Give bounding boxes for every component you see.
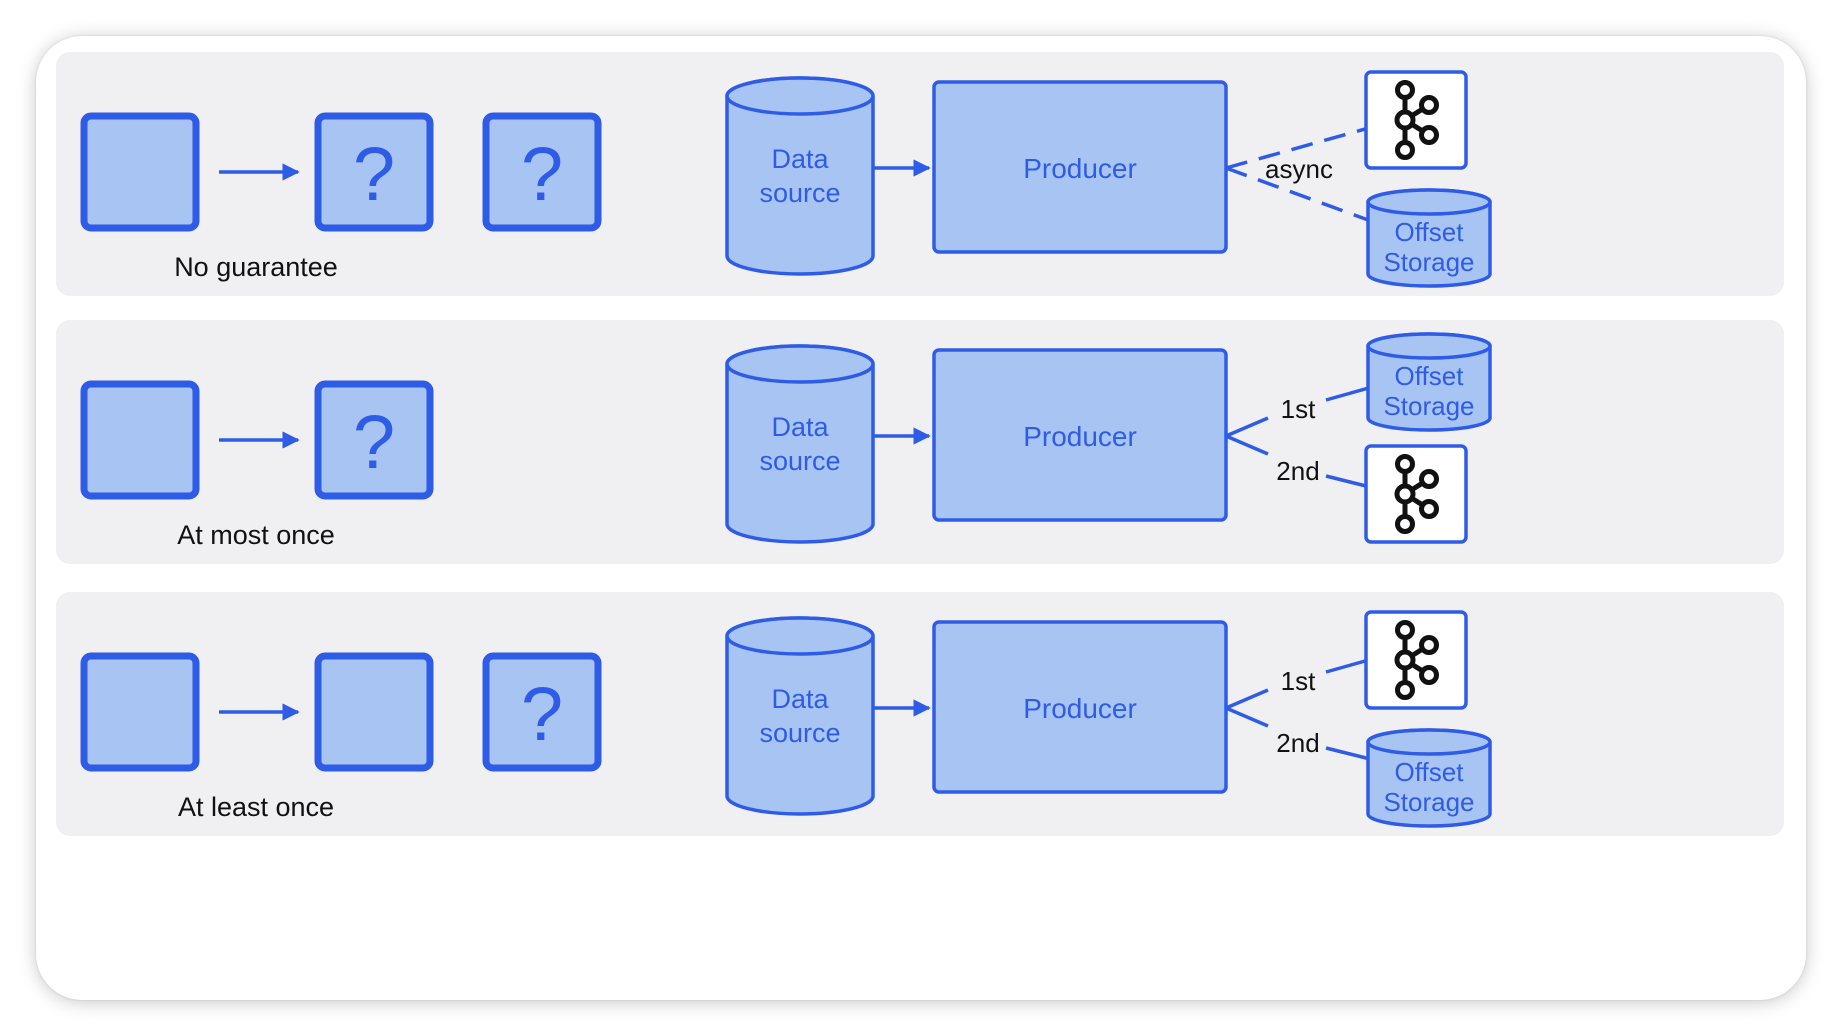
- kafka-icon-node: [1419, 665, 1439, 685]
- data-source-label-line2: source: [759, 446, 840, 476]
- unknown-mark: ?: [521, 672, 563, 757]
- message-square: [482, 652, 602, 772]
- kafka-icon-node: [1395, 620, 1415, 640]
- message-square: [314, 112, 434, 232]
- unknown-mark: ?: [353, 132, 395, 217]
- kafka-icon-node: [1419, 125, 1439, 145]
- kafka-logo-icon: [1394, 80, 1439, 160]
- message-square: [80, 652, 200, 772]
- data-source-label-line2: source: [759, 178, 840, 208]
- kafka-box: [1364, 610, 1468, 710]
- first-arrow-start: [1225, 416, 1269, 438]
- offset-storage-label-line1: Offset: [1395, 757, 1465, 787]
- offset-storage-cylinder-top: [1366, 728, 1492, 756]
- second-label: 2nd: [1276, 728, 1319, 758]
- data-source-label-line1: Data: [771, 684, 829, 714]
- kafka-icon-node: [1419, 469, 1439, 489]
- kafka-target: [1364, 444, 1468, 544]
- offset-storage-label-line2: Storage: [1383, 787, 1474, 817]
- kafka-icon-node: [1395, 454, 1415, 474]
- kafka-icon-node: [1419, 635, 1439, 655]
- kafka-logo-icon: [1394, 620, 1439, 700]
- offset-storage-label-line1: Offset: [1395, 361, 1465, 391]
- producer-label: Producer: [1023, 693, 1137, 724]
- async-arrow-bottom: [1225, 166, 1392, 231]
- data-source-cylinder-top: [725, 344, 875, 384]
- producer-label: Producer: [1023, 153, 1137, 184]
- second-arrow-start: [1225, 434, 1269, 456]
- kafka-icon-node: [1395, 140, 1415, 160]
- guarantee-row-2: ? At most once Data source Producer 1st 2nd Off…: [56, 320, 1784, 564]
- second-label: 2nd: [1276, 456, 1319, 486]
- kafka-icon-node: [1419, 499, 1439, 519]
- kafka-icon-node: [1395, 680, 1415, 700]
- data-source-label-line1: Data: [771, 412, 829, 442]
- guarantee-row-3: ?At least onceDatasourceProducer1st2ndOf…: [56, 592, 1784, 836]
- offset-storage-cylinder-top: [1366, 188, 1492, 216]
- guarantee-row-1: ?? No guarantee Data source Producer asyncOff…: [56, 52, 1784, 296]
- data-source-label-line1: Data: [771, 144, 829, 174]
- async-label: async: [1265, 154, 1333, 184]
- second-arrow-start: [1225, 706, 1269, 728]
- kafka-icon-node: [1395, 514, 1415, 534]
- first-label: 1st: [1281, 394, 1316, 424]
- kafka-icon-node: [1394, 109, 1416, 131]
- offset-storage-cylinder-top: [1366, 332, 1492, 360]
- unknown-mark: ?: [521, 132, 563, 217]
- kafka-icon-node: [1394, 483, 1416, 505]
- offset-storage-label-line1: Offset: [1395, 217, 1465, 247]
- async-arrow-top: [1225, 117, 1392, 170]
- offset-storage-label-line2: Storage: [1383, 391, 1474, 421]
- message-square: [314, 380, 434, 500]
- kafka-icon-node: [1394, 649, 1416, 671]
- row-caption: At most once: [177, 520, 335, 550]
- kafka-target: [1364, 70, 1468, 170]
- row-caption: No guarantee: [174, 252, 338, 282]
- message-square: [80, 112, 200, 232]
- data-source-cylinder-top: [725, 76, 875, 116]
- first-arrow-start: [1225, 688, 1269, 710]
- first-label: 1st: [1281, 666, 1316, 696]
- data-source-cylinder-top: [725, 616, 875, 656]
- producer-label: Producer: [1023, 421, 1137, 452]
- kafka-icon-node: [1419, 95, 1439, 115]
- message-square: [80, 380, 200, 500]
- kafka-logo-icon: [1394, 454, 1439, 534]
- message-square: [314, 652, 434, 772]
- kafka-box: [1364, 444, 1468, 544]
- message-square: [482, 112, 602, 232]
- kafka-icon-node: [1395, 80, 1415, 100]
- data-source-label-line2: source: [759, 718, 840, 748]
- unknown-mark: ?: [353, 400, 395, 485]
- kafka-target: [1364, 610, 1468, 710]
- kafka-box: [1364, 70, 1468, 170]
- row-caption: At least once: [178, 792, 334, 822]
- offset-storage-label-line2: Storage: [1383, 247, 1474, 277]
